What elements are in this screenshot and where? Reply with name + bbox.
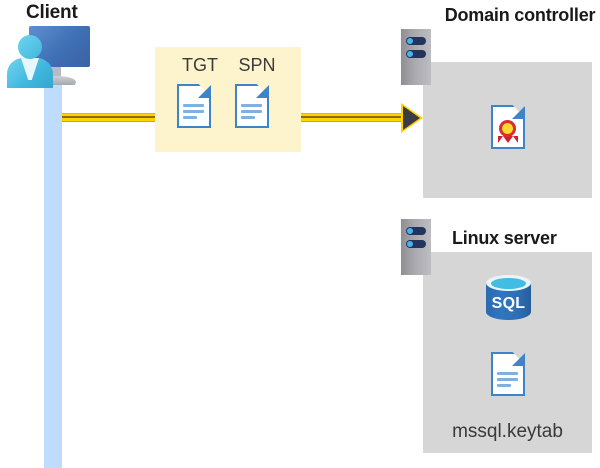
client-label: Client [26, 2, 78, 23]
domain-controller-server-rack-icon [401, 29, 435, 89]
linux-server-label: Linux server [452, 228, 557, 248]
document-text-line [183, 110, 204, 113]
sql-database-icon: SQL [486, 275, 531, 327]
tgt-label: TGT [182, 55, 218, 75]
server-led-icon [406, 240, 426, 248]
document-text-line [497, 384, 511, 387]
server-chassis [401, 29, 431, 85]
spn-label: SPN [238, 55, 276, 75]
user-with-monitor-icon [5, 26, 90, 88]
document-text-line [241, 116, 255, 119]
document-text-line [241, 110, 262, 113]
keytab-document-icon [491, 352, 525, 396]
tgt-spn-token-box: TGT SPN [155, 47, 301, 152]
spn-document-icon [235, 84, 269, 128]
certificate-ribbon-left [498, 136, 508, 143]
certificate-ribbon-right [508, 136, 518, 143]
domain-controller-label: Domain controller [444, 5, 596, 25]
client-lifeline [44, 78, 62, 468]
certificate-seal-inner [502, 123, 513, 134]
sql-database-label: SQL [491, 295, 526, 312]
person-head-icon [18, 35, 42, 59]
server-chassis [401, 219, 431, 275]
tgt-document-icon [177, 84, 211, 128]
database-cylinder-top-inner [491, 278, 526, 289]
server-led-icon [406, 227, 426, 235]
server-led-icon [406, 37, 426, 45]
document-text-line [497, 378, 518, 381]
document-text-line [183, 116, 197, 119]
linux-server-rack-icon [401, 219, 435, 279]
client-to-domain-controller-arrow-segment-left [62, 113, 156, 122]
monitor-base-icon [38, 76, 76, 85]
keytab-file-label: mssql.keytab [452, 421, 563, 442]
certificate-document-icon [491, 105, 525, 149]
monitor-neck-icon [52, 67, 61, 77]
arrow-head-icon [403, 106, 420, 130]
document-text-line [497, 372, 518, 375]
server-led-icon [406, 50, 426, 58]
document-text-line [183, 104, 204, 107]
document-text-line [241, 104, 262, 107]
client-to-domain-controller-arrow-segment-right [300, 113, 405, 122]
